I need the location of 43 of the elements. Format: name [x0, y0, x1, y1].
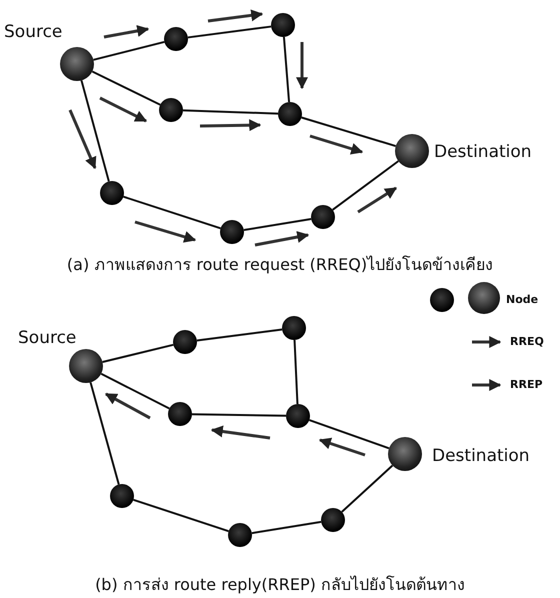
node-circle [228, 523, 252, 547]
link-line [341, 464, 394, 513]
link-line [80, 80, 110, 182]
node-circle [173, 330, 197, 354]
link-line [100, 372, 170, 410]
node-label: Destination [432, 446, 530, 466]
link-line [192, 413, 286, 417]
node-label: Source [4, 22, 62, 42]
link-line [92, 70, 161, 106]
node-label: Source [18, 328, 76, 348]
link-line [182, 109, 278, 115]
link-line [196, 328, 282, 342]
figure-caption: (b) การส่ง route reply(RREP) กลับไปยังโนดต้นทาง [95, 574, 465, 596]
node-circle [321, 508, 345, 532]
link-line [244, 218, 312, 232]
link-line [123, 196, 221, 230]
link-line [102, 344, 174, 363]
node-circle [271, 13, 295, 37]
node-label: Destination [434, 142, 532, 162]
node-circle [278, 102, 302, 126]
link-line [93, 40, 165, 61]
link-line [90, 382, 120, 485]
node-circle [282, 316, 306, 340]
link-line [133, 498, 229, 532]
figure-caption: (a) ภาพแสดงการ route request (RREQ)ไปยังโนดข้างเคียง [66, 254, 494, 276]
node-circle [311, 205, 335, 229]
link-line [252, 520, 322, 534]
legend-label: RREQ [510, 335, 544, 348]
node-circle [110, 484, 134, 508]
link-line [308, 419, 390, 450]
legend-label: RREP [510, 378, 543, 391]
link-line [188, 26, 272, 38]
legend-label: Node [506, 293, 538, 306]
node-circle [168, 402, 192, 426]
node-circle [164, 27, 188, 51]
link-line [282, 36, 290, 102]
link-line [332, 160, 399, 211]
node-circle [100, 181, 124, 205]
node-circle [159, 98, 183, 122]
node-circle [286, 404, 310, 428]
node-circle [220, 220, 244, 244]
link-line [294, 340, 298, 404]
link-line [301, 116, 396, 148]
